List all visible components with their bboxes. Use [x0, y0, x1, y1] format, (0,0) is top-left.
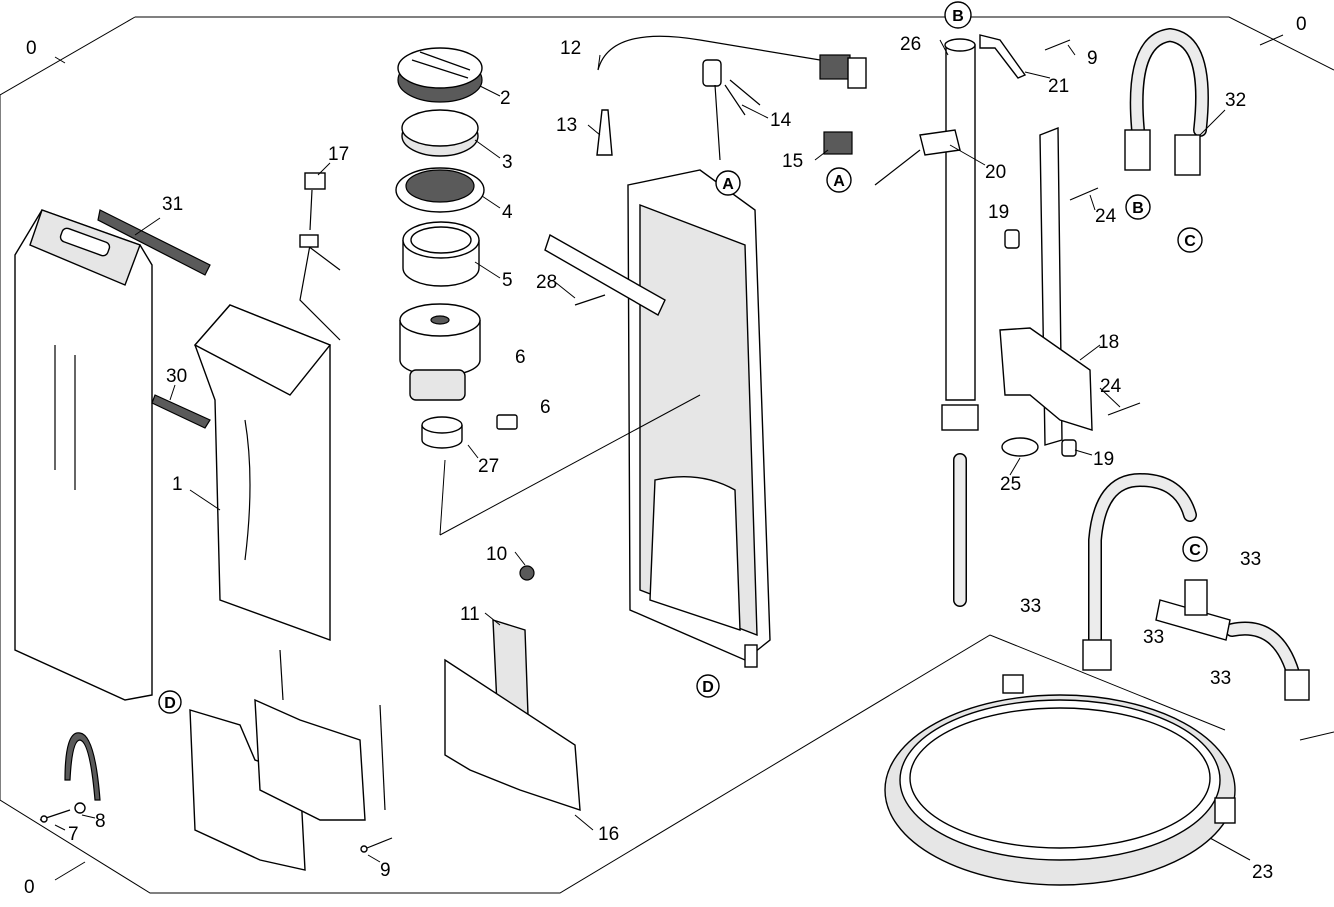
label-26: 26	[900, 34, 921, 55]
label-33-mid: 33	[1143, 627, 1164, 648]
connector-a2: A	[826, 167, 852, 193]
label-11: 11	[460, 604, 480, 625]
foot-27	[421, 416, 463, 449]
label-33-left: 33	[1020, 596, 1041, 617]
label-14: 14	[770, 110, 792, 131]
bolt-24b	[1107, 402, 1141, 416]
plate-16	[444, 658, 581, 811]
front-cover	[14, 209, 153, 701]
grille-4	[395, 167, 485, 213]
label-20: 20	[985, 162, 1006, 183]
label-12: 12	[560, 38, 581, 59]
connector-a1: A	[715, 170, 741, 196]
label-9-bottom: 9	[380, 860, 391, 881]
screw-9a	[1044, 39, 1071, 51]
label-8: 8	[95, 811, 106, 832]
screw-7	[39, 809, 71, 823]
bracket-6b	[496, 414, 518, 430]
knob-2	[397, 47, 483, 103]
filter-bag-1	[193, 304, 332, 641]
cable-14	[702, 59, 761, 161]
svg-text:A: A	[722, 176, 734, 193]
label-5: 5	[502, 270, 513, 291]
label-0-bottom-left: 0	[24, 877, 35, 898]
svg-text:D: D	[164, 695, 176, 712]
label-7: 7	[68, 824, 79, 845]
label-32: 32	[1225, 90, 1246, 111]
part-number-labels: 0 0 0 1 2 3 4 5 6 6 7 8 9 9 10 11 12 13 …	[24, 14, 1307, 898]
label-15: 15	[782, 151, 803, 172]
label-13: 13	[556, 115, 577, 136]
strap-8	[64, 732, 101, 814]
connector-d1: D	[158, 690, 182, 714]
grommet-13	[596, 109, 613, 156]
label-10: 10	[486, 544, 507, 565]
filter-disc-3	[401, 109, 479, 157]
switch-15	[823, 131, 853, 155]
seal-strip-31	[97, 209, 211, 276]
label-24-bottom: 24	[1100, 376, 1122, 397]
label-6-bracket: 6	[540, 397, 551, 418]
label-1: 1	[172, 474, 183, 495]
t-piece-33	[1155, 579, 1231, 641]
screw-9b	[360, 837, 393, 853]
label-33-bottom: 33	[1210, 668, 1231, 689]
label-19-bottom: 19	[1093, 449, 1114, 470]
base-ring-23	[884, 674, 1236, 886]
spacer-19a	[1004, 229, 1020, 249]
svg-text:D: D	[702, 679, 714, 696]
assembly-frame-outline	[0, 16, 1334, 894]
holder-bracket	[189, 649, 386, 871]
clamp-25	[1001, 437, 1039, 457]
svg-text:A: A	[833, 173, 845, 190]
svg-text:B: B	[952, 8, 964, 25]
label-0-top-right: 0	[1296, 14, 1307, 35]
main-housing	[627, 169, 771, 668]
ring-5	[402, 221, 480, 287]
svg-text:C: C	[1189, 542, 1201, 559]
label-31: 31	[162, 194, 183, 215]
label-25: 25	[1000, 474, 1021, 495]
label-4: 4	[502, 202, 513, 223]
nut-10	[519, 565, 535, 581]
label-28: 28	[536, 272, 557, 293]
leader-lines	[54, 34, 1284, 881]
rail-18	[999, 126, 1093, 446]
power-cord-12	[597, 35, 867, 89]
label-2: 2	[500, 88, 511, 109]
hose-33	[1082, 472, 1310, 701]
clip-20	[874, 129, 961, 186]
hose-32	[1124, 27, 1209, 176]
label-17: 17	[328, 144, 349, 165]
label-30: 30	[166, 366, 187, 387]
label-9-top: 9	[1087, 48, 1098, 69]
tube-26	[941, 38, 979, 431]
label-6-motor: 6	[515, 347, 526, 368]
spacer-19b	[1061, 439, 1077, 457]
motor-6	[399, 303, 481, 401]
label-21: 21	[1048, 76, 1069, 97]
connector-b2: B	[1125, 194, 1151, 220]
label-24-top: 24	[1095, 206, 1117, 227]
label-0-top-left: 0	[26, 38, 37, 59]
bolt-24a	[1069, 187, 1099, 201]
label-19-top: 19	[988, 202, 1009, 223]
seal-strip-30	[151, 394, 211, 429]
clip-21	[979, 34, 1027, 79]
connector-b1: B	[944, 1, 972, 29]
svg-text:C: C	[1184, 233, 1196, 250]
label-27: 27	[478, 456, 499, 477]
label-3: 3	[502, 152, 513, 173]
connector-c2: C	[1182, 536, 1208, 562]
connector-d2: D	[696, 674, 720, 698]
connector-17	[299, 172, 341, 341]
bracket-28	[544, 233, 666, 316]
connector-c1: C	[1177, 227, 1203, 253]
label-23: 23	[1252, 862, 1273, 883]
label-18: 18	[1098, 332, 1119, 353]
svg-text:B: B	[1132, 200, 1144, 217]
label-33-top-right: 33	[1240, 549, 1261, 570]
label-16: 16	[598, 824, 619, 845]
